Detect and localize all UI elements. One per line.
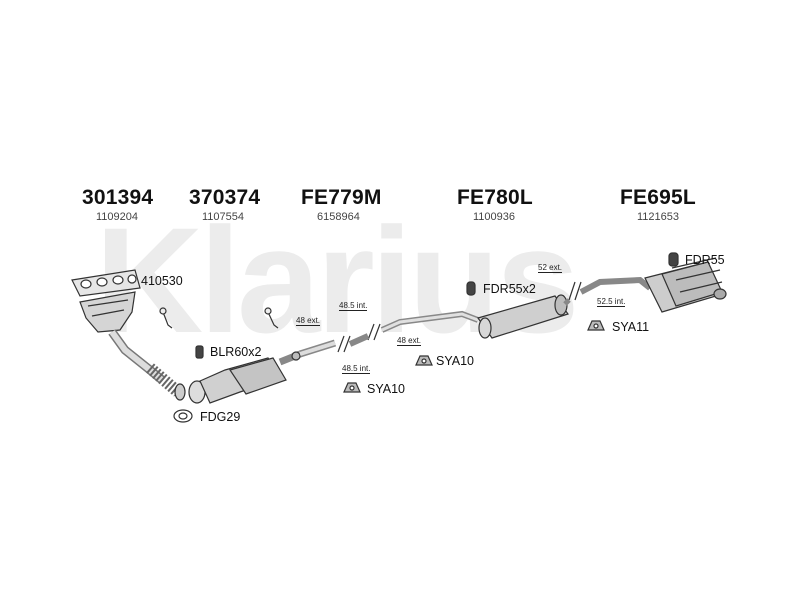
dim-48-5-int-2: 48.5 int. (342, 364, 371, 374)
part-number-2: 370374 (189, 186, 261, 209)
label-sya11: SYA11 (612, 320, 650, 334)
dim-52-5-int: 52.5 int. (597, 297, 626, 307)
part-ref-1: 1109204 (96, 211, 139, 223)
fdr55x2-ring-icon (466, 281, 476, 296)
front-pipe-drawing (298, 339, 337, 358)
part-number-4: FE780L (457, 186, 533, 209)
joint-break-3 (568, 281, 582, 301)
part-number-1: 301394 (82, 186, 154, 209)
part-ref-4: 1100936 (473, 211, 516, 223)
label-410530: 410530 (141, 274, 183, 288)
rear-silencer-drawing (579, 257, 727, 313)
part-number-3: FE779M (301, 186, 382, 209)
middle-pipe-drawing (348, 310, 480, 347)
fdr55-ring-icon (668, 252, 679, 267)
label-fdr55x2: FDR55x2 (483, 282, 536, 296)
lambda-sensor-2 (264, 307, 279, 329)
blr-spring-icon (195, 345, 204, 359)
dim-48-5-int-1: 48.5 int. (339, 301, 368, 311)
part-ref-3: 6158964 (317, 211, 360, 223)
sya10-mount-icon-b (343, 382, 361, 393)
exhaust-manifold-drawing (79, 291, 186, 401)
dim-48-ext-2: 48 ext. (397, 336, 422, 346)
joint-break-1 (337, 335, 351, 353)
joint-break-2 (367, 323, 381, 341)
dim-52-ext: 52 ext. (538, 263, 563, 273)
fdg-gasket-icon (173, 409, 193, 423)
manifold-gasket-drawing (71, 269, 141, 297)
part-ref-5: 1121653 (637, 211, 680, 223)
label-blr60x2: BLR60x2 (210, 345, 262, 359)
label-fdr55: FDR55 (685, 253, 725, 267)
sya10-mount-icon-a (415, 355, 433, 366)
label-sya10-b: SYA10 (367, 382, 405, 396)
label-sya10-a: SYA10 (436, 354, 474, 368)
dim-48-ext-1: 48 ext. (296, 316, 321, 326)
label-fdg29: FDG29 (200, 410, 241, 424)
part-number-5: FE695L (620, 186, 696, 209)
sya11-mount-icon (587, 320, 605, 331)
part-ref-2: 1107554 (202, 211, 245, 223)
lambda-sensor-1 (159, 307, 173, 329)
middle-silencer-drawing (477, 294, 571, 339)
catalytic-converter-drawing (188, 350, 302, 404)
